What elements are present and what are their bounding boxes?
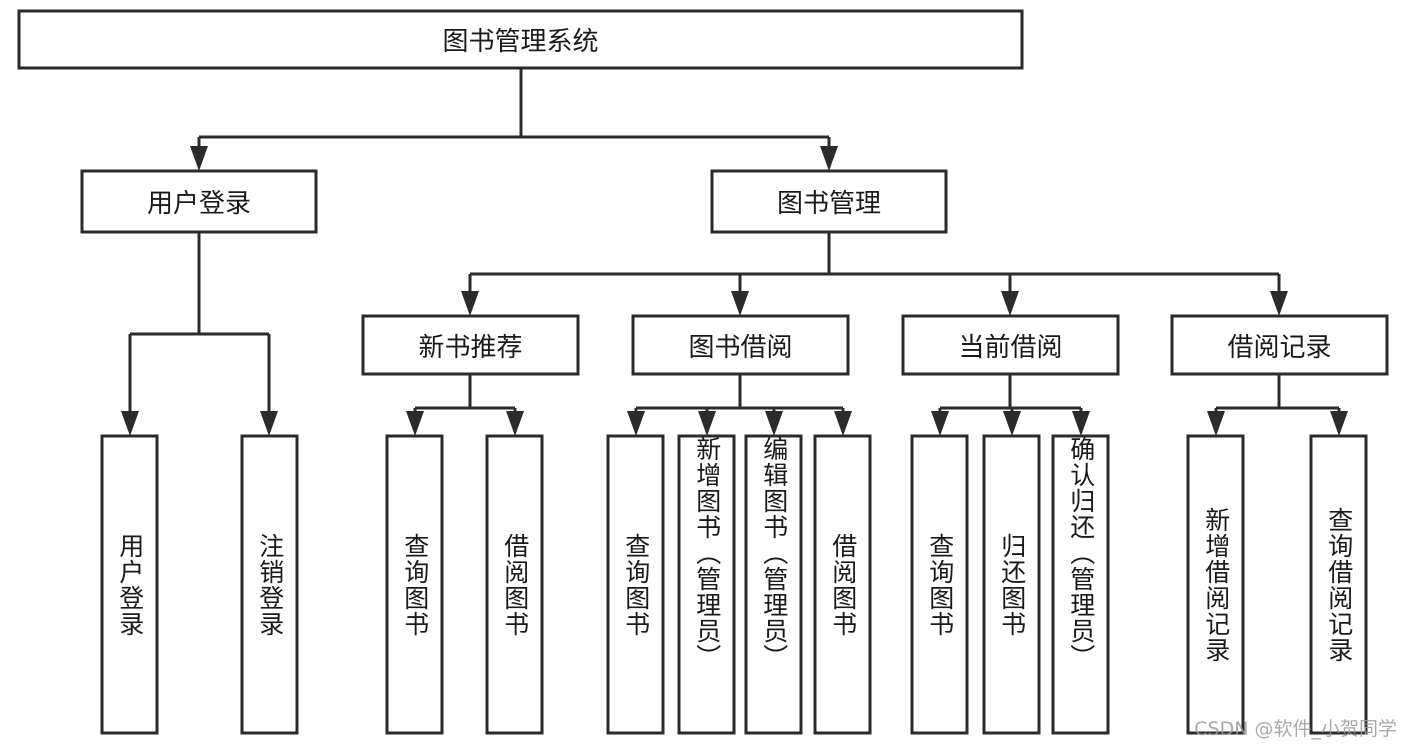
leaf-new-book-0-box[interactable]	[385, 434, 444, 735]
node-book-borrow-box[interactable]	[631, 314, 850, 376]
node-borrow-record-box[interactable]	[1170, 314, 1389, 376]
arrowhead-borrow-record-leaf-0	[1207, 411, 1225, 436]
arrowhead-new-book-leaf-0	[406, 411, 424, 436]
arrowhead-borrow-record-leaf-1	[1330, 411, 1348, 436]
leaf-current-borrow-2-box[interactable]	[1051, 434, 1110, 735]
leaf-book-borrow-2-box[interactable]	[744, 434, 803, 735]
arrowhead-book-borrow-leaf-3	[834, 411, 852, 436]
leaf-current-borrow-0-box[interactable]	[910, 434, 969, 735]
arrowhead-book-manage-new-book	[461, 291, 479, 316]
arrowhead-book-borrow-leaf-2	[765, 411, 783, 436]
leaf-user-login-1-box[interactable]	[240, 434, 299, 735]
arrowhead-book-borrow-leaf-1	[698, 411, 716, 436]
arrowhead-root-to-user-login	[190, 146, 208, 171]
arrowhead-current-borrow-leaf-1	[1003, 411, 1021, 436]
node-current-borrow-box[interactable]	[901, 314, 1120, 376]
leaf-new-book-1-box[interactable]	[485, 434, 544, 735]
arrowhead-user-login-leaf-0	[121, 411, 139, 436]
arrowhead-book-borrow-leaf-0	[627, 411, 645, 436]
leaf-borrow-record-0-box[interactable]	[1186, 434, 1245, 735]
arrowhead-book-manage-borrow-record	[1270, 291, 1288, 316]
node-user-login-box[interactable]	[80, 169, 318, 234]
arrowhead-root-to-book-manage	[820, 146, 838, 171]
leaf-current-borrow-1-box[interactable]	[982, 434, 1041, 735]
arrowhead-current-borrow-leaf-2	[1072, 411, 1090, 436]
node-new-book-box[interactable]	[361, 314, 580, 376]
node-root-box[interactable]	[17, 9, 1024, 70]
arrowhead-book-manage-current-borrow	[1001, 291, 1019, 316]
arrowhead-user-login-leaf-1	[260, 411, 278, 436]
arrowhead-current-borrow-leaf-0	[931, 411, 949, 436]
arrowhead-book-manage-book-borrow	[731, 291, 749, 316]
leaf-user-login-0-box[interactable]	[100, 434, 159, 735]
leaf-book-borrow-3-box[interactable]	[813, 434, 872, 735]
node-book-manage-box[interactable]	[710, 169, 948, 234]
leaf-borrow-record-1-box[interactable]	[1309, 434, 1368, 735]
leaf-book-borrow-1-box[interactable]	[677, 434, 736, 735]
arrowhead-new-book-leaf-1	[506, 411, 524, 436]
leaf-book-borrow-0-box[interactable]	[606, 434, 665, 735]
